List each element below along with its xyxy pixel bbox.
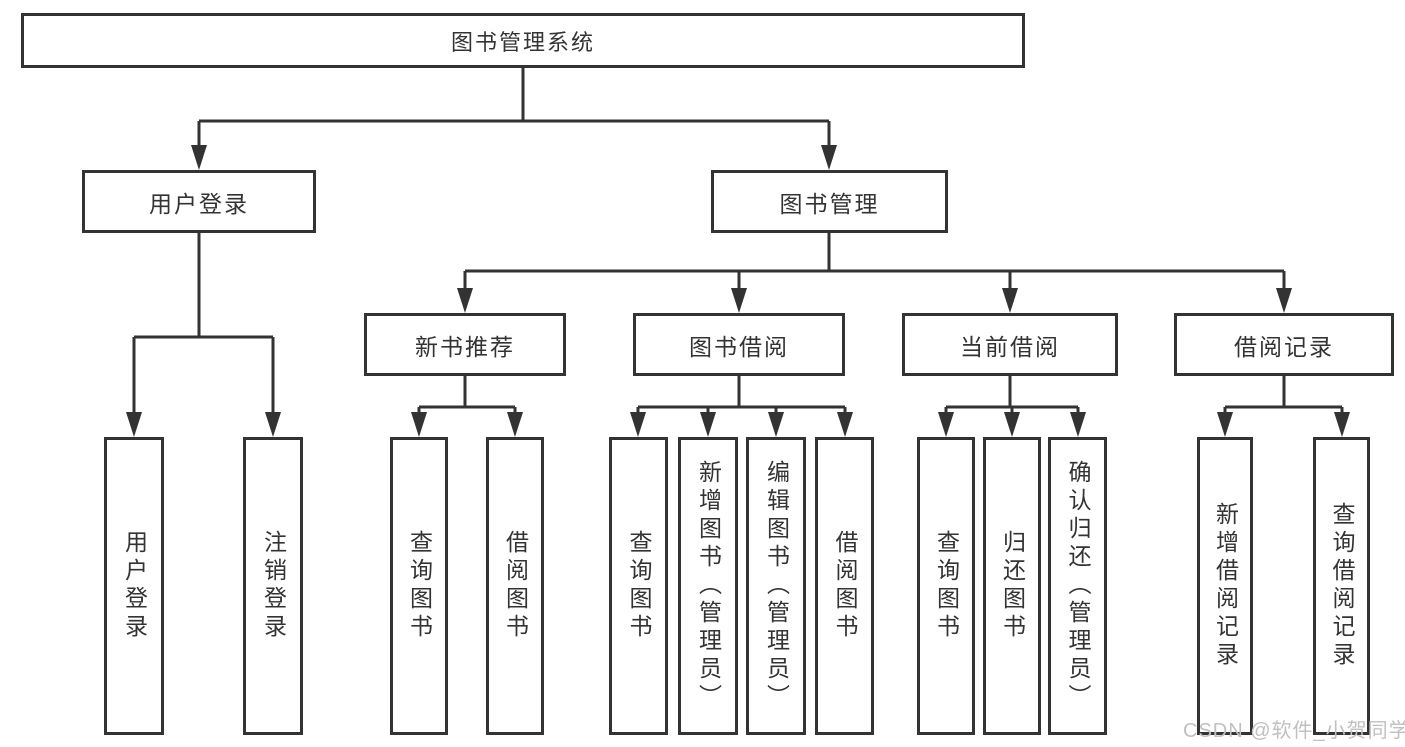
connector-current-borrow-children [938,376,1086,437]
connector-root-to-level2 [191,68,837,170]
leaf-label: 查询借阅记录 [1329,502,1355,670]
leaf-label: 借阅图书 [832,530,858,642]
node-new-book-recommend: 新书推荐 [364,313,566,376]
leaf-label: 确认归还（管理员） [1065,460,1091,712]
node-label: 图书借阅 [689,333,789,360]
node-borrow-records: 借阅记录 [1174,313,1394,376]
node-label: 用户登录 [149,190,249,217]
leaf-confirm-return-admin: 确认归还（管理员） [1048,437,1107,735]
leaf-query-books-recommend: 查询图书 [390,437,448,735]
node-label: 图书管理 [779,190,880,217]
leaf-label: 查询图书 [406,530,433,642]
leaf-label: 新增借阅记录 [1212,502,1239,670]
leaf-return-books: 归还图书 [983,437,1041,735]
leaf-query-borrow-record: 查询借阅记录 [1313,437,1370,735]
leaf-label: 查询图书 [626,530,652,642]
leaf-label: 查询图书 [933,530,960,642]
connector-book-borrow-children [630,376,853,437]
leaf-label: 借阅图书 [502,530,529,642]
leaf-add-book-admin: 新增图书（管理员） [678,437,738,735]
leaf-borrow-books-recommend: 借阅图书 [486,437,544,735]
leaf-edit-book-admin: 编辑图书（管理员） [746,437,806,735]
leaf-add-borrow-record: 新增借阅记录 [1197,437,1253,735]
leaf-label: 用户登录 [121,530,148,642]
leaf-query-books-current: 查询图书 [917,437,975,735]
connector-new-book-recommend-children [411,376,523,437]
node-library-system: 图书管理系统 [21,13,1025,68]
node-book-management: 图书管理 [711,170,948,233]
leaf-query-books-borrow: 查询图书 [609,437,668,735]
leaf-label: 新增图书（管理员） [695,460,722,712]
leaf-label: 注销登录 [260,530,287,642]
node-book-borrow: 图书借阅 [633,313,845,376]
node-label: 借阅记录 [1234,333,1334,360]
leaf-borrow-books-borrow: 借阅图书 [815,437,874,735]
connector-borrow-records-children [1217,376,1350,437]
leaf-user-login: 用户登录 [104,437,164,735]
node-label: 图书管理系统 [450,29,595,55]
connector-user-login-children [126,233,281,437]
connector-book-management-children [457,233,1292,313]
watermark-text: CSDN @软件_小贺同学 [1183,720,1405,742]
leaf-logout: 注销登录 [243,437,303,735]
leaf-label: 归还图书 [999,530,1026,642]
node-current-borrow: 当前借阅 [902,313,1118,376]
leaf-label: 编辑图书（管理员） [763,460,790,712]
node-label: 当前借阅 [960,333,1060,360]
node-user-login: 用户登录 [82,170,316,233]
node-label: 新书推荐 [415,333,515,360]
